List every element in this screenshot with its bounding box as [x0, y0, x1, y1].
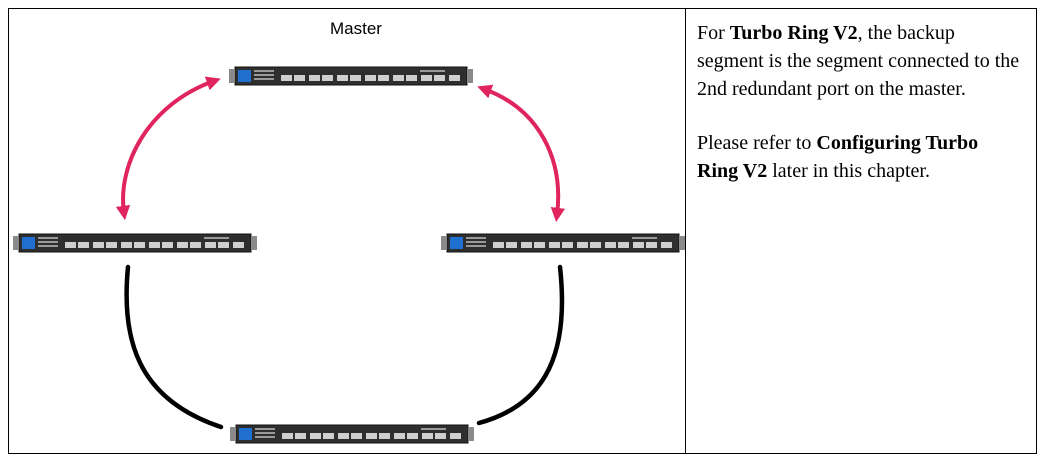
description-paragraph-2: Please refer to Configuring Turbo Ring V…: [697, 129, 1022, 185]
master-switch: [228, 66, 474, 86]
cable-right-bottom: [476, 264, 565, 426]
turbo-ring-diagram: Master: [9, 9, 686, 453]
p2-post: later in this chapter.: [767, 160, 930, 182]
cable-left-bottom: [124, 264, 224, 430]
p1-post: , the backup segment is the segment conn…: [697, 22, 1020, 100]
description-paragraph-1: For Turbo Ring V2, the backup segment is…: [697, 19, 1022, 103]
arrow-master-left: [115, 76, 221, 221]
arrow-master-right: [477, 84, 566, 223]
p2-pre: Please refer to: [697, 132, 817, 154]
p2-bold: Configuring Turbo Ring V2: [697, 132, 979, 182]
diagram-table: Master: [8, 8, 1037, 454]
p1-pre: For: [697, 22, 730, 44]
bottom-switch: [229, 424, 475, 444]
left-switch: [12, 233, 258, 253]
p1-bold: Turbo Ring V2: [729, 22, 858, 44]
master-label: Master: [330, 19, 382, 38]
ring-topology: [12, 66, 686, 444]
description-cell: For Turbo Ring V2, the backup segment is…: [697, 19, 1022, 211]
column-divider: [685, 9, 686, 453]
right-switch: [440, 233, 686, 253]
